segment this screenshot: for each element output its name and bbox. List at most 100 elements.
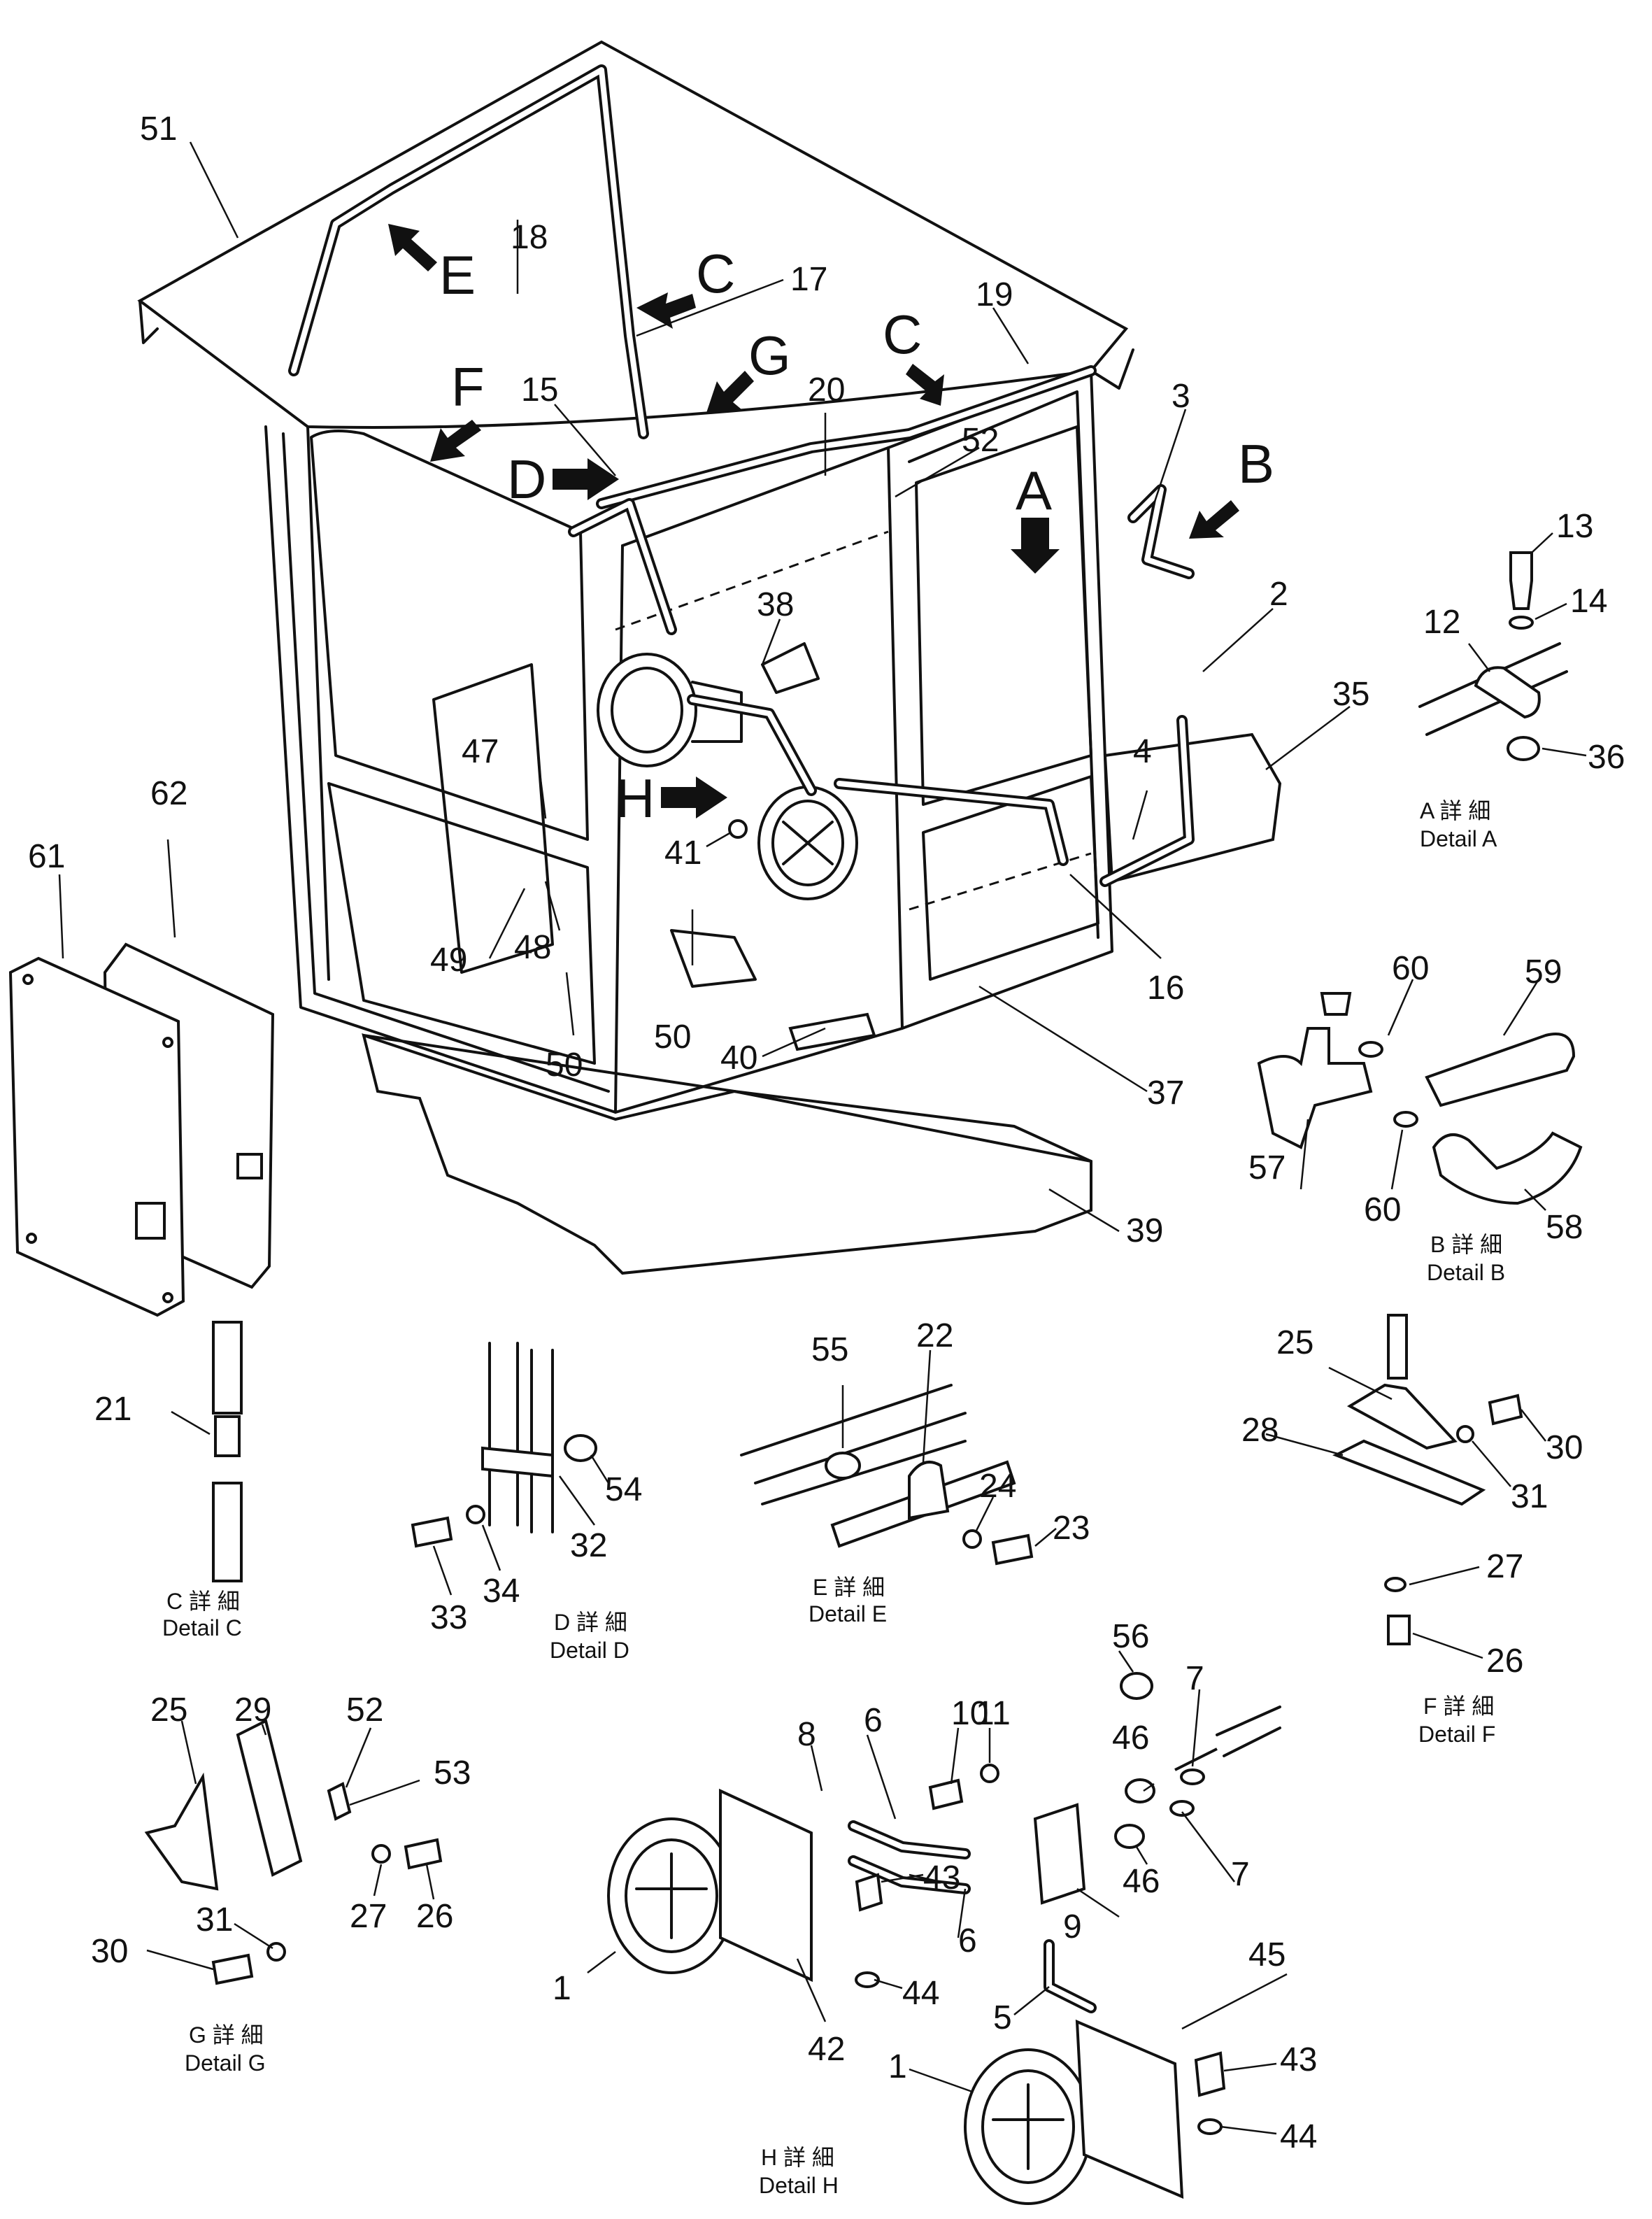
detail-H (607, 1672, 1281, 2205)
callout-45: 45 (1248, 1936, 1286, 1973)
callout-29: 29 (234, 1692, 271, 1729)
caption-C-en: Detail C (162, 1615, 242, 1640)
callout-38: 38 (757, 586, 794, 623)
caption-G-en: Detail G (185, 2050, 266, 2076)
callout-9: 9 (1063, 1908, 1082, 1945)
callout-20: 20 (808, 371, 845, 409)
callout-3: 3 (1172, 378, 1190, 415)
callout-60-a: 60 (1392, 950, 1429, 987)
callout-7-b: 7 (1231, 1856, 1250, 1893)
caption-A-jp: A 詳 細 (1420, 798, 1490, 823)
caption-G-jp: G 詳 細 (189, 2022, 264, 2048)
callout-56: 56 (1112, 1618, 1149, 1655)
letter-D: D (507, 448, 546, 510)
caption-F-en: Detail F (1418, 1722, 1495, 1747)
callout-25-g: 25 (150, 1692, 187, 1729)
detail-B (1257, 992, 1583, 1205)
heater-unit-lower (757, 786, 858, 900)
letter-C-left: C (696, 243, 735, 304)
caption-H-en: Detail H (759, 2173, 839, 2198)
letter-G: G (748, 325, 791, 386)
callout-4: 4 (1133, 733, 1152, 770)
callout-1-a: 1 (553, 1970, 571, 2007)
cab-assembly (137, 40, 1282, 1275)
caption-A-en: Detail A (1420, 826, 1497, 851)
callout-58: 58 (1546, 1209, 1583, 1246)
callout-47: 47 (462, 733, 499, 770)
callout-44-b: 44 (1280, 2118, 1317, 2155)
caption-C-jp: C 詳 細 (166, 1589, 240, 1614)
caption-E-en: Detail E (809, 1601, 887, 1626)
callout-2: 2 (1269, 576, 1288, 613)
arrow-D-icon (553, 458, 619, 500)
callout-14: 14 (1570, 583, 1607, 620)
heater-unit-H2 (964, 2019, 1184, 2205)
side-covers (8, 942, 275, 1317)
callout-60-b: 60 (1364, 1191, 1401, 1228)
heater-unit-H1 (607, 1788, 813, 1983)
callout-23: 23 (1053, 1510, 1090, 1547)
callout-19: 19 (976, 276, 1013, 313)
callout-52: 52 (962, 422, 999, 459)
callout-31-g: 31 (196, 1901, 233, 1938)
cover-plate-61 (8, 956, 185, 1317)
callout-49: 49 (430, 942, 467, 979)
callout-53: 53 (434, 1754, 471, 1792)
arrow-B-icon (1189, 500, 1239, 539)
detail-F (1332, 1314, 1523, 1645)
callout-6-a: 6 (864, 1702, 883, 1739)
callout-50-a: 50 (546, 1047, 583, 1084)
callout-36: 36 (1588, 739, 1625, 776)
callout-40: 40 (720, 1040, 757, 1077)
leader-lines (58, 141, 1587, 2135)
detail-captions: A 詳 細 Detail A B 詳 細 Detail B C 詳 細 Deta… (162, 798, 1505, 2198)
callout-numbers: 51 18 17 19 15 20 52 3 2 35 38 4 16 37 3… (28, 111, 1625, 2155)
caption-H-jp: H 詳 細 (761, 2145, 834, 2170)
callout-41: 41 (664, 835, 702, 872)
letter-C-right: C (883, 304, 922, 365)
arrow-H-icon (661, 777, 727, 818)
callout-52-g: 52 (346, 1692, 383, 1729)
callout-57: 57 (1248, 1149, 1286, 1186)
callout-35: 35 (1332, 676, 1369, 713)
letter-H: H (615, 767, 655, 829)
callout-1-b: 1 (888, 2048, 907, 2085)
callout-48: 48 (514, 929, 551, 966)
callout-28: 28 (1241, 1412, 1279, 1449)
callout-33: 33 (430, 1599, 467, 1636)
letter-E: E (439, 244, 476, 306)
callout-26-g: 26 (416, 1898, 453, 1935)
roof-panel (137, 40, 1129, 429)
heater-unit-upper (597, 653, 743, 767)
detail-E (740, 1384, 1034, 1566)
callout-18: 18 (511, 219, 548, 256)
view-letters: E C G C F D A B H (439, 243, 1274, 829)
callout-59: 59 (1525, 953, 1562, 991)
callout-8: 8 (797, 1716, 816, 1753)
callout-26-f: 26 (1486, 1643, 1523, 1680)
arrow-G-icon (706, 371, 754, 413)
callout-24: 24 (979, 1468, 1016, 1505)
detail-D (411, 1342, 597, 1548)
caption-B-en: Detail B (1427, 1260, 1505, 1285)
arrow-C1-icon (636, 292, 696, 329)
callout-50-b: 50 (654, 1019, 691, 1056)
caption-B-jp: B 詳 細 (1430, 1232, 1502, 1257)
callout-11: 11 (976, 1695, 1011, 1732)
callout-16: 16 (1147, 970, 1184, 1007)
caption-F-jp: F 詳 細 (1423, 1694, 1494, 1719)
callout-15: 15 (521, 371, 558, 409)
callout-54: 54 (605, 1471, 642, 1508)
callout-55: 55 (811, 1331, 848, 1368)
callout-27-g: 27 (350, 1898, 387, 1935)
callout-30-f: 30 (1546, 1429, 1583, 1466)
callout-21: 21 (94, 1391, 131, 1428)
callout-27-f: 27 (1486, 1548, 1523, 1585)
arrow-F-icon (430, 420, 481, 462)
arrow-C2-icon (906, 364, 944, 406)
arrow-E-icon (388, 224, 437, 271)
callout-7-a: 7 (1185, 1660, 1204, 1697)
callout-32: 32 (570, 1527, 607, 1564)
